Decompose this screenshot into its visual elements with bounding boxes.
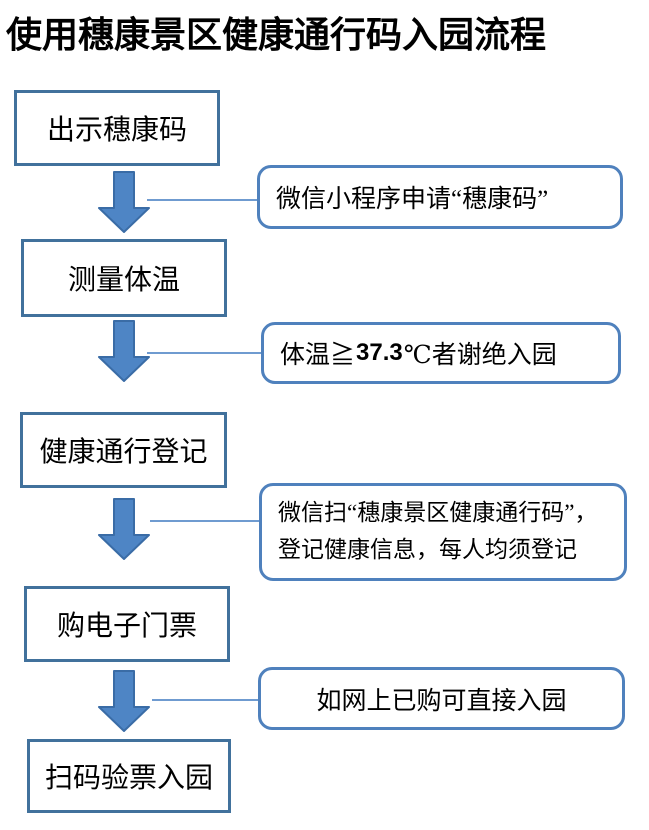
- connector-line: [152, 699, 258, 701]
- step-box-health-registration: 健康通行登记: [20, 412, 227, 488]
- step-box-measure-temperature: 测量体温: [21, 239, 227, 317]
- connector-line: [147, 199, 257, 201]
- step-label: 健康通行登记: [39, 437, 208, 468]
- callout-online-purchased: 如网上已购可直接入园: [258, 667, 625, 730]
- step-box-buy-eticket: 购电子门票: [24, 586, 230, 662]
- callout-temperature-rule: 体温≧37.3℃者谢绝入园: [261, 322, 621, 384]
- connector-line: [150, 520, 259, 522]
- callout-text-line: 微信扫“穗康景区健康通行码”，: [278, 500, 598, 526]
- callout-scan-register: 微信扫“穗康景区健康通行码”， 登记健康信息，每人均须登记: [259, 483, 627, 581]
- step-box-show-suikang-code: 出示穗康码: [14, 90, 220, 166]
- callout-text: 如网上已购可直接入园: [316, 687, 567, 715]
- down-arrow-icon: [98, 498, 150, 560]
- step-label: 扫码验票入园: [44, 763, 213, 794]
- callout-text-line: 登记健康信息，每人均须登记: [278, 537, 577, 562]
- down-arrow-icon: [98, 171, 150, 233]
- callout-text: 体温≧: [280, 342, 356, 369]
- connector-line: [147, 352, 261, 354]
- step-label: 测量体温: [67, 265, 180, 296]
- callout-text: ℃者谢绝入园: [403, 342, 557, 369]
- callout-text: 微信小程序申请“穗康码”: [276, 186, 549, 213]
- page-title: 使用穗康景区健康通行码入园流程: [6, 15, 547, 55]
- temperature-value: 37.3: [356, 339, 403, 366]
- down-arrow-icon: [98, 670, 150, 732]
- step-label: 购电子门票: [56, 611, 197, 642]
- step-label: 出示穗康码: [46, 115, 187, 146]
- callout-wechat-apply: 微信小程序申请“穗康码”: [257, 165, 623, 229]
- down-arrow-icon: [98, 320, 150, 382]
- step-box-scan-ticket-enter: 扫码验票入园: [27, 739, 231, 813]
